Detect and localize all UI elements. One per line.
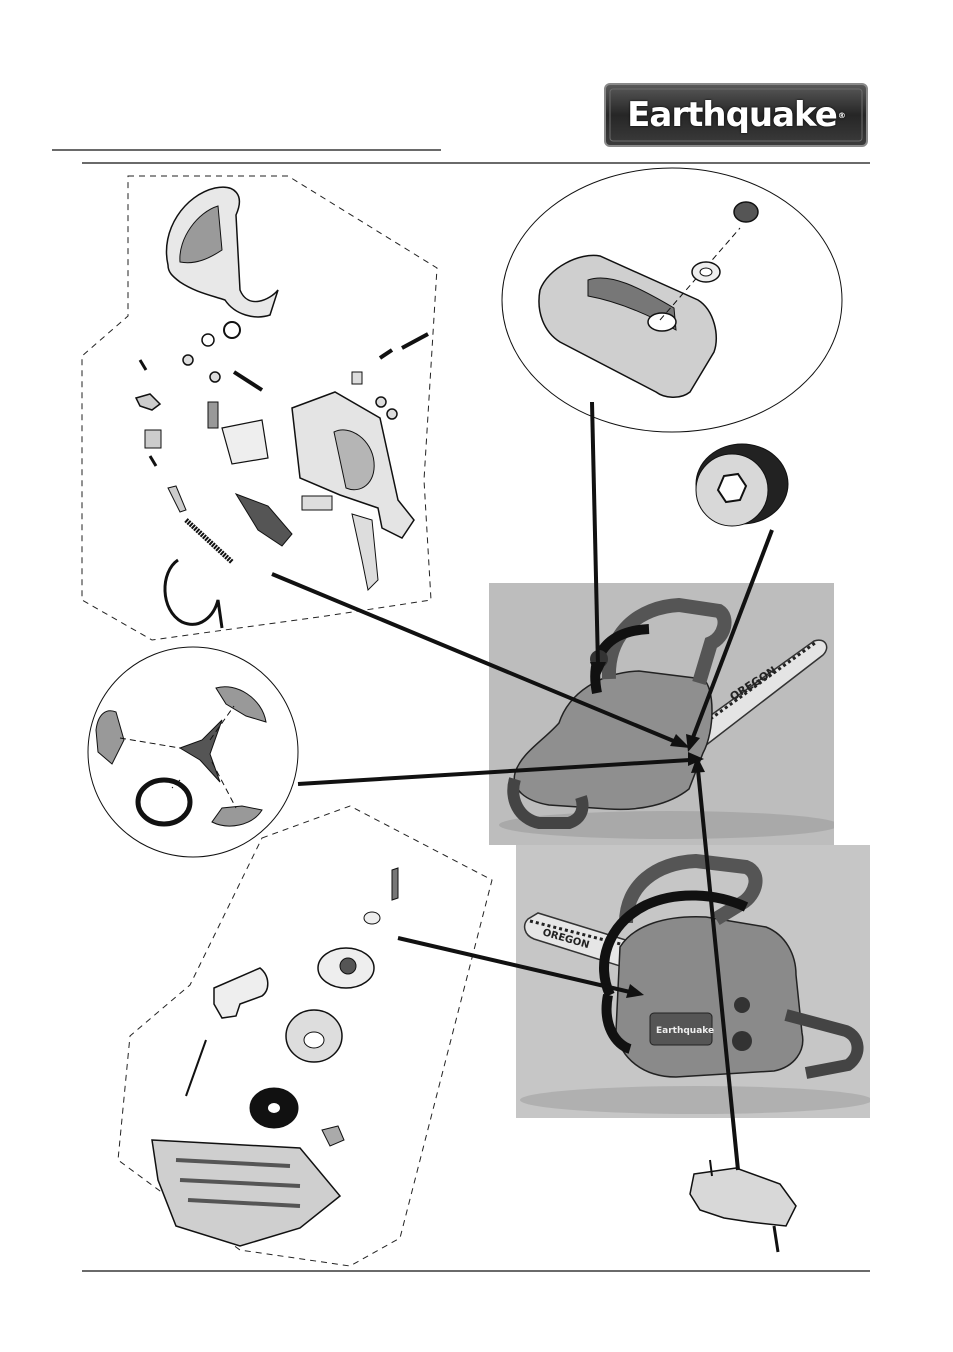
starter-spring-cover-hub bbox=[304, 1032, 324, 1048]
latch-part bbox=[145, 430, 161, 448]
chainsaw-photo-right: OREGON bbox=[489, 583, 834, 845]
choke-rod-part bbox=[168, 486, 186, 512]
nut-part bbox=[183, 355, 193, 365]
cover-knob-hole bbox=[648, 313, 676, 331]
drum-hub bbox=[718, 474, 746, 502]
clutch-shoe-detail bbox=[88, 647, 298, 857]
starter-rope-part bbox=[186, 1040, 206, 1096]
starter-assembly-group bbox=[118, 806, 492, 1266]
trigger-lockout-part bbox=[136, 394, 160, 410]
long-pin-part bbox=[402, 334, 428, 348]
nut-part-3 bbox=[376, 397, 386, 407]
plate-part bbox=[222, 420, 268, 464]
clutch-drum-part bbox=[696, 444, 788, 526]
bushing-part bbox=[352, 372, 362, 384]
pin-part-2 bbox=[380, 350, 392, 358]
spring-part bbox=[224, 322, 240, 338]
pin-part-3 bbox=[150, 456, 156, 466]
cap-knob-part bbox=[734, 202, 758, 222]
clamp-band-part bbox=[165, 560, 222, 628]
chainsaw-photo-left: OREGON Earthquake bbox=[516, 845, 870, 1118]
washer-part bbox=[202, 334, 214, 346]
spring-coil-part bbox=[208, 402, 218, 428]
chainsaw-right-drawing: OREGON bbox=[489, 583, 834, 845]
trigger-cover-part bbox=[352, 514, 378, 590]
starter-housing-part bbox=[152, 1140, 340, 1246]
bolt-part bbox=[234, 372, 262, 390]
oil-pump-nozzle bbox=[774, 1226, 778, 1252]
starter-washer-part bbox=[364, 912, 380, 924]
starter-spring-core bbox=[268, 1103, 280, 1113]
chainsaw-left-drawing: OREGON Earthquake bbox=[516, 845, 870, 1118]
throttle-trigger-part bbox=[236, 494, 292, 546]
return-spring-part bbox=[186, 520, 232, 562]
cap-washer-hole bbox=[700, 268, 712, 276]
starter-handle-part bbox=[214, 968, 268, 1018]
starter-bolt-part bbox=[392, 868, 398, 900]
oil-pump-body bbox=[690, 1168, 796, 1226]
pawl-part bbox=[322, 1126, 344, 1146]
filter-block-part bbox=[302, 496, 332, 510]
photo-2-badge-text: Earthquake bbox=[656, 1026, 714, 1036]
nut-part-4 bbox=[387, 409, 397, 419]
fuel-cap-detail bbox=[502, 168, 842, 432]
pin-part bbox=[140, 360, 146, 370]
nut-part-2 bbox=[210, 372, 220, 382]
handle-assembly-group bbox=[82, 176, 437, 640]
oil-pump-part bbox=[690, 1160, 796, 1252]
handle-group-outline bbox=[82, 176, 437, 640]
starter-pulley-hub bbox=[340, 958, 356, 974]
